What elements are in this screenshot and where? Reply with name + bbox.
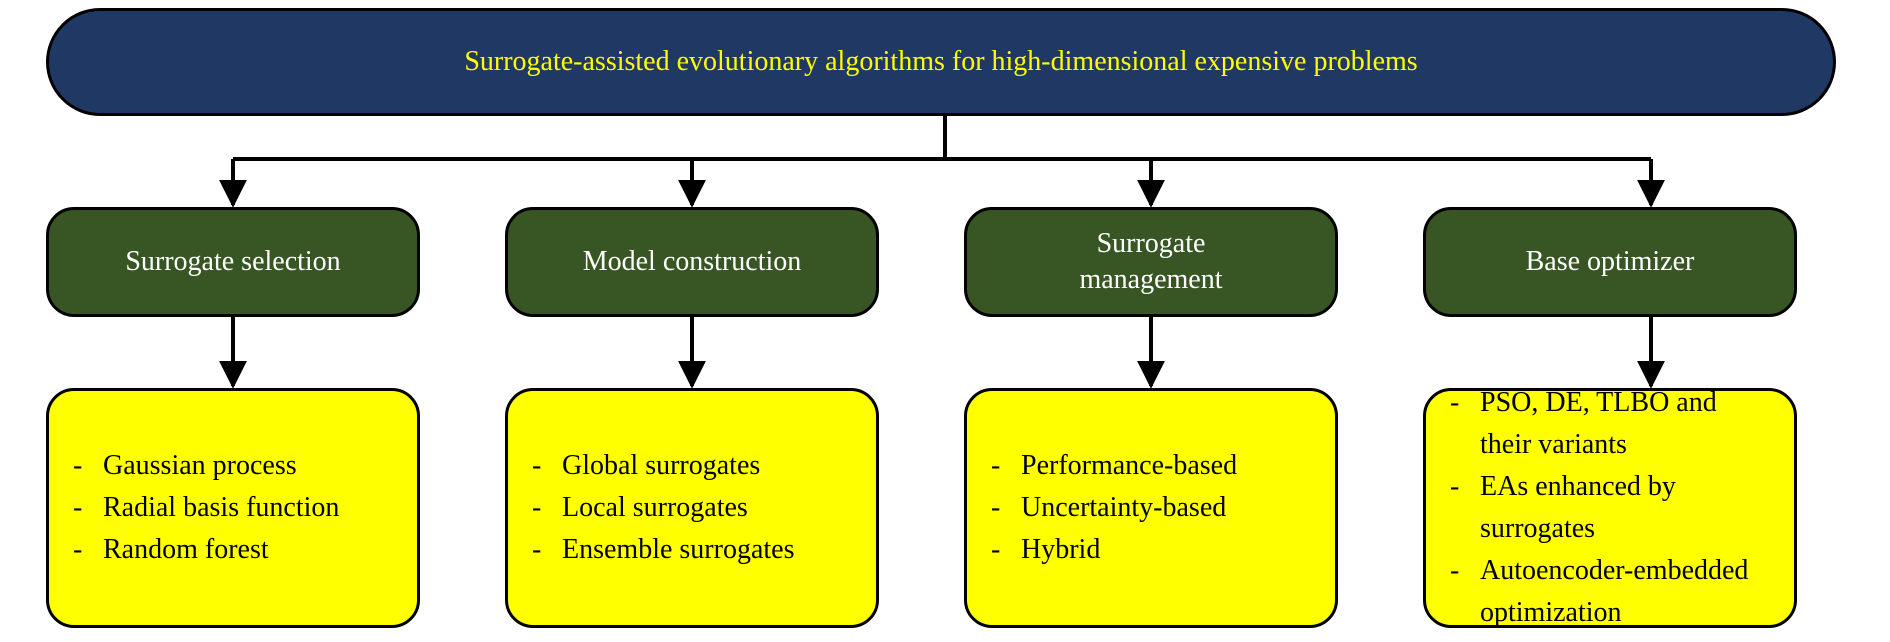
category-label: Model construction [582, 246, 802, 277]
list-item: Ensemble surrogates [532, 529, 876, 571]
detail-box-model-construction: Global surrogates Local surrogates Ensem… [505, 388, 879, 628]
detail-box-surrogate-selection: Gaussian process Radial basis function R… [46, 388, 420, 628]
detail-box-base-optimizer: PSO, DE, TLBO and their variants EAs enh… [1423, 382, 1797, 628]
category-box-surrogate-selection: Surrogate selection [46, 207, 420, 317]
list-item: Performance-based [991, 445, 1335, 487]
root-title: Surrogate-assisted evolutionary algorith… [464, 46, 1418, 77]
list-item: Local surrogates [532, 487, 876, 529]
category-box-surrogate-management: Surrogate management [964, 207, 1338, 317]
category-label: Base optimizer [1525, 246, 1695, 277]
list-item: Hybrid [991, 529, 1335, 571]
list-item: Global surrogates [532, 445, 876, 487]
list-item: Uncertainty-based [991, 487, 1335, 529]
list-item: Random forest [73, 529, 417, 571]
root-title-box: Surrogate-assisted evolutionary algorith… [46, 8, 1836, 116]
category-box-model-construction: Model construction [505, 207, 879, 317]
category-box-base-optimizer: Base optimizer [1423, 207, 1797, 317]
list-item: EAs enhanced by surrogates [1450, 466, 1794, 550]
list-item: Radial basis function [73, 487, 417, 529]
list-item: PSO, DE, TLBO and their variants [1450, 382, 1794, 466]
list-item: Gaussian process [73, 445, 417, 487]
category-label: Surrogate management [1079, 228, 1223, 295]
list-item: Autoencoder-embedded optimization [1450, 550, 1794, 634]
category-label: Surrogate selection [125, 246, 341, 277]
detail-box-surrogate-management: Performance-based Uncertainty-based Hybr… [964, 388, 1338, 628]
